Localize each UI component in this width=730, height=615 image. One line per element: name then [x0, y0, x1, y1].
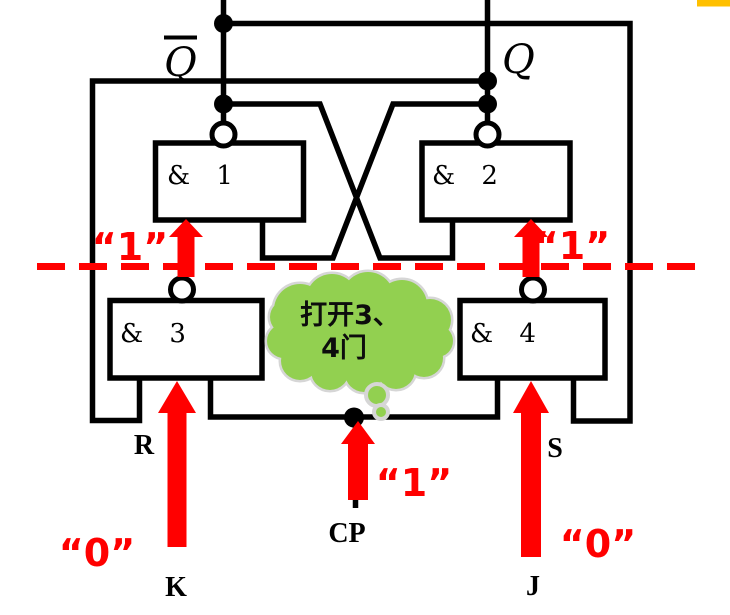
r-label: R	[134, 430, 155, 461]
cross-coupling-wire-qbar-to-gate2	[223, 101, 456, 261]
gate4-label: & 4	[470, 319, 545, 349]
cloud-tail-bubble	[364, 382, 390, 408]
qbar-label: Q	[164, 40, 197, 86]
qbar-feedback-wire	[223, 20, 633, 424]
junction-dot	[478, 71, 497, 91]
cp-label: CP	[328, 518, 365, 549]
arrow-gate2-input	[514, 219, 548, 277]
gate3-label: & 3	[120, 319, 195, 349]
junction-dot-cp	[344, 407, 364, 428]
inverter-bubble-gate1	[209, 120, 238, 149]
k-input-value: “0”	[59, 531, 135, 575]
gate1-label: & 1	[167, 161, 242, 191]
gate1-input-value: “1”	[92, 225, 168, 269]
cloud-body	[267, 272, 453, 392]
gate2-input-value: “1”	[534, 224, 610, 268]
arrow-k-input	[158, 381, 196, 547]
cp-input-value: “1”	[376, 461, 452, 505]
inverter-bubble-gate3	[168, 275, 196, 304]
junction-dots	[214, 14, 497, 428]
value-annotations: “1” “1” “1” “0” “0”	[59, 224, 636, 575]
arrow-gate1-input	[169, 219, 203, 277]
j-input-value: “0”	[560, 522, 636, 566]
arrow-cp-input	[341, 421, 375, 500]
cloud-tail	[364, 382, 390, 421]
callout-text-line2: 4门	[321, 333, 367, 364]
j-label: J	[526, 571, 540, 602]
arrow-j-input	[513, 381, 549, 557]
junction-dot	[478, 94, 497, 114]
q-label: Q	[502, 37, 535, 83]
junction-dot	[214, 14, 233, 33]
red-arrows	[158, 219, 549, 557]
cross-coupling-wire-q-to-gate1	[259, 101, 488, 261]
k-label: K	[165, 572, 187, 603]
gate2-label: & 2	[432, 161, 507, 191]
yellow-corner-mark	[697, 0, 730, 7]
cloud-tail-bubble	[372, 403, 390, 421]
inverter-bubble-gate2	[473, 120, 502, 149]
s-label: S	[547, 433, 563, 464]
q-feedback-wire	[89, 78, 488, 424]
gate4-box	[457, 297, 608, 381]
inverter-bubble-gate4	[519, 275, 547, 304]
thought-cloud-callout: 打开3、 4门	[267, 272, 453, 421]
junction-dot	[214, 94, 233, 114]
callout-text-line1: 打开3、	[300, 300, 400, 331]
terminal-labels: R S CP K J	[134, 430, 563, 603]
output-labels: Q Q	[164, 35, 535, 86]
